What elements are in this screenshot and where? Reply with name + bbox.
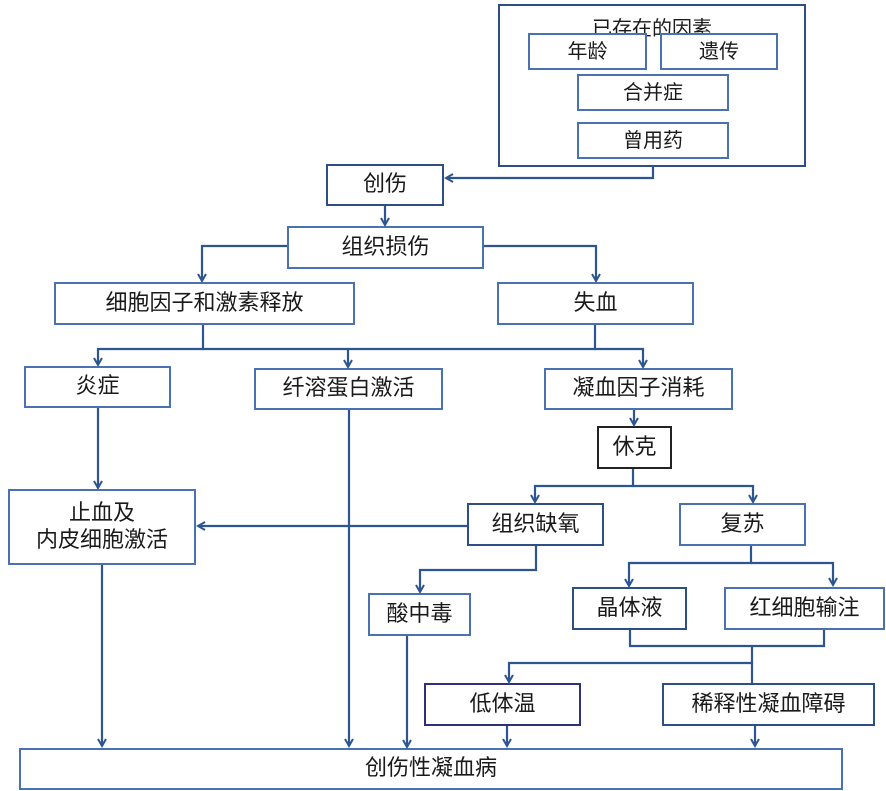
edge-shock-split xyxy=(535,469,635,502)
node-factor-consumption: 凝血因子消耗 xyxy=(544,368,733,410)
edge-resus-split xyxy=(629,546,753,586)
edge-hypoxia-to-acidosis xyxy=(420,546,538,592)
node-cytokine-release: 细胞因子和激素释放 xyxy=(54,282,355,325)
node-hemostasis-activation: 止血及 内皮细胞激活 xyxy=(8,489,196,565)
edge-cytokine-to-fibrinolysis xyxy=(203,347,348,367)
node-hypothermia: 低体温 xyxy=(424,683,581,726)
node-genetics: 遗传 xyxy=(660,33,778,70)
node-crystalloid: 晶体液 xyxy=(572,587,687,630)
edge-fluids-merge xyxy=(628,630,826,648)
node-shock: 休克 xyxy=(597,426,672,469)
edge-tissue-to-cytokine xyxy=(202,244,287,281)
node-resuscitation: 复苏 xyxy=(679,503,806,546)
node-acidosis: 酸中毒 xyxy=(368,593,471,636)
node-blood-loss: 失血 xyxy=(497,282,694,325)
node-tissue-hypoxia: 组织缺氧 xyxy=(467,503,604,546)
node-age: 年龄 xyxy=(528,33,647,70)
edge-preexisting-to-trauma xyxy=(446,167,655,178)
node-comorbidity: 合并症 xyxy=(577,74,729,111)
node-trauma-induced-coagulopathy: 创伤性凝血病 xyxy=(19,748,843,790)
edge-merge-to-hypothermia xyxy=(509,646,754,682)
edge-tissue-to-blood-loss xyxy=(484,244,596,281)
node-fibrinolysis: 纤溶蛋白激活 xyxy=(254,368,443,410)
node-rbc-transfusion: 红细胞输注 xyxy=(724,587,885,630)
node-prior-medication: 曾用药 xyxy=(577,122,729,159)
node-tissue-injury: 组织损伤 xyxy=(287,226,484,269)
node-dilutional-coagulopathy: 稀释性凝血障碍 xyxy=(662,683,875,726)
edge-bloodloss-to-factor xyxy=(593,325,643,367)
edge-shock-to-resuscitation xyxy=(633,484,753,502)
node-trauma: 创伤 xyxy=(326,164,444,206)
edge-cytokine-split xyxy=(98,325,205,365)
edge-resus-to-rbc xyxy=(751,561,833,585)
node-inflammation: 炎症 xyxy=(24,366,171,408)
